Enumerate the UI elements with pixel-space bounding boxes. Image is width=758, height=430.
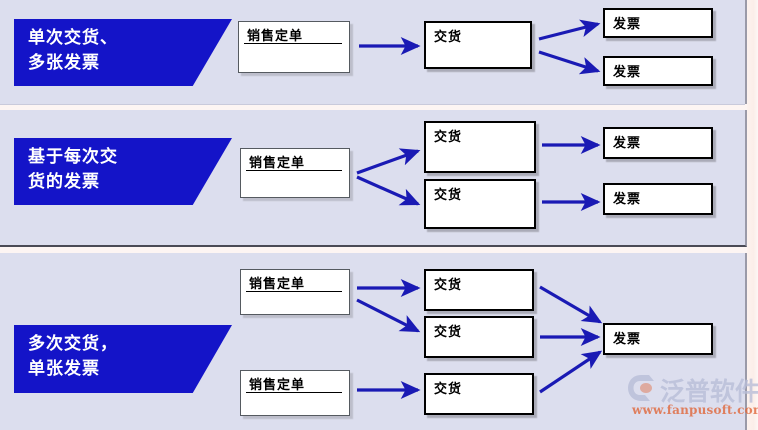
section1-invoice-2-label: 发票	[613, 65, 642, 80]
section2-invoice-box-2[interactable]: 发票	[603, 183, 713, 215]
canvas-right-margin	[747, 0, 758, 430]
section3-sales-order-2-label: 销售定单	[249, 378, 306, 393]
section3-invoice-box[interactable]: 发票	[603, 323, 713, 355]
section3-sales-order-1-label: 销售定单	[249, 277, 306, 292]
watermark: 泛普软件 www.fanpusoft.com	[627, 372, 758, 424]
section3-delivery-1-label: 交货	[434, 278, 463, 293]
section1-sales-order-label: 销售定单	[247, 29, 304, 44]
section2-invoice-box-1[interactable]: 发票	[603, 127, 713, 159]
section3-sales-order-box-2[interactable]: 销售定单	[240, 370, 350, 416]
watermark-url: www.fanpusoft.com	[632, 403, 758, 417]
section1-sales-order-box[interactable]: 销售定单	[238, 21, 350, 73]
section-single-delivery-multiple-invoices: 单次交货、 多张发票 销售定单 交货 发票 发票	[0, 0, 747, 105]
section3-delivery-box-1[interactable]: 交货	[424, 269, 534, 311]
section3-delivery-2-label: 交货	[434, 325, 463, 340]
section2-invoice-2-label: 发票	[613, 192, 642, 207]
section1-delivery-box[interactable]: 交货	[424, 21, 532, 69]
section2-delivery-1-label: 交货	[434, 130, 463, 145]
section1-invoice-box-1[interactable]: 发票	[603, 8, 713, 38]
section2-sales-order-box[interactable]: 销售定单	[240, 148, 350, 198]
section-multiple-deliveries-single-invoice: 多次交货， 单张发票 销售定单 销售定单 交货 交货 交货 发票	[0, 253, 747, 430]
section2-banner: 基于每次交 货的发票	[14, 138, 232, 205]
watermark-brand: 泛普软件	[660, 377, 758, 406]
section1-invoice-1-label: 发票	[613, 17, 642, 32]
section3-delivery-3-label: 交货	[434, 382, 463, 397]
section-invoice-per-delivery: 基于每次交 货的发票 销售定单 交货 交货 发票 发票	[0, 110, 747, 247]
section1-banner-line1: 单次交货、	[28, 28, 118, 48]
section2-invoice-1-label: 发票	[613, 136, 642, 151]
section2-sales-order-label: 销售定单	[249, 156, 306, 171]
section3-banner-line2: 单张发票	[28, 359, 100, 379]
section3-banner-line1: 多次交货，	[28, 334, 118, 354]
section1-delivery-label: 交货	[434, 30, 463, 45]
section1-banner-line2: 多张发票	[28, 53, 100, 73]
section3-invoice-label: 发票	[613, 332, 642, 347]
section3-sales-order-1-underline	[246, 291, 342, 292]
section2-delivery-box-1[interactable]: 交货	[424, 121, 536, 173]
section2-delivery-box-2[interactable]: 交货	[424, 179, 536, 229]
section1-sales-order-underline	[244, 43, 342, 44]
section2-banner-line2: 货的发票	[28, 172, 100, 192]
section1-invoice-box-2[interactable]: 发票	[603, 56, 713, 86]
section2-delivery-2-label: 交货	[434, 188, 463, 203]
section3-banner: 多次交货， 单张发票	[14, 325, 232, 393]
section3-sales-order-2-underline	[246, 392, 342, 393]
fanpu-logo-icon	[628, 375, 654, 401]
section3-delivery-box-2[interactable]: 交货	[424, 316, 534, 358]
section2-sales-order-underline	[246, 170, 342, 171]
section3-delivery-box-3[interactable]: 交货	[424, 373, 534, 415]
section1-banner: 单次交货、 多张发票	[14, 19, 232, 86]
section2-banner-line1: 基于每次交	[28, 147, 118, 167]
section3-sales-order-box-1[interactable]: 销售定单	[240, 269, 350, 315]
